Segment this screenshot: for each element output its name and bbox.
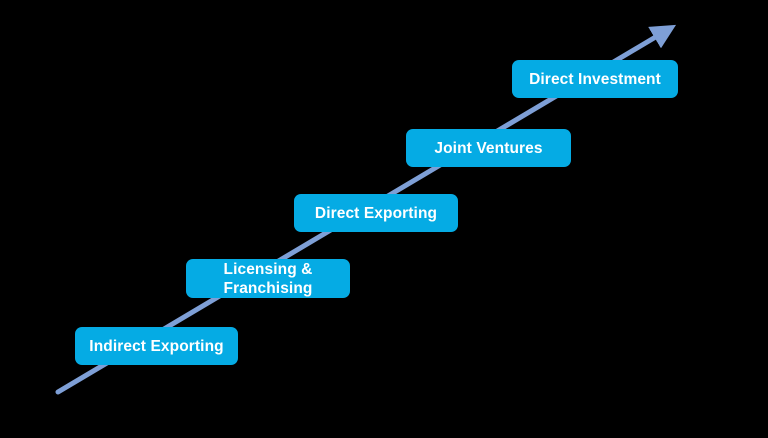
stage-label-licensing-franchising: Licensing & Franchising bbox=[223, 260, 313, 297]
stage-box-direct-exporting[interactable]: Direct Exporting bbox=[294, 194, 458, 232]
stage-label-indirect-exporting: Indirect Exporting bbox=[89, 337, 224, 355]
stage-label-joint-ventures: Joint Ventures bbox=[434, 139, 543, 157]
stage-label-direct-investment: Direct Investment bbox=[529, 70, 661, 88]
stage-box-direct-investment[interactable]: Direct Investment bbox=[512, 60, 678, 98]
stage-box-indirect-exporting[interactable]: Indirect Exporting bbox=[75, 327, 238, 365]
stage-label-direct-exporting: Direct Exporting bbox=[314, 204, 438, 222]
stage-box-licensing-franchising[interactable]: Licensing & Franchising bbox=[186, 259, 350, 298]
stage-box-joint-ventures[interactable]: Joint Ventures bbox=[406, 129, 571, 167]
